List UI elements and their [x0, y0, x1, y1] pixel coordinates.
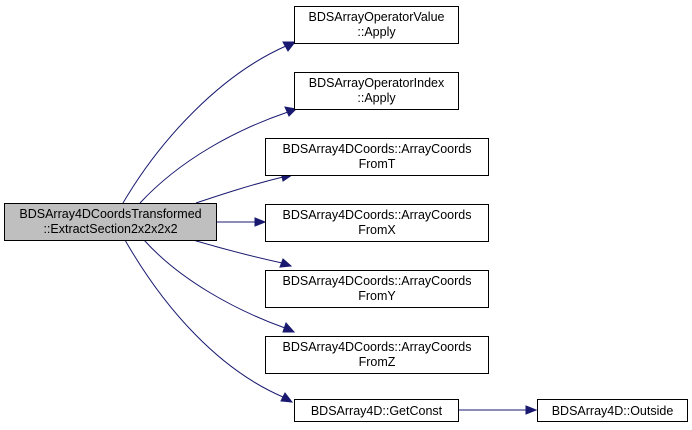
edge-root-to-getconst [124, 239, 294, 403]
node-opvalue[interactable]: BDSArrayOperatorValue ::Apply [294, 6, 459, 44]
node-root-line1: BDSArray4DCoordsTransformed [19, 207, 201, 221]
node-root-line2: ::ExtractSection2x2x2x2 [43, 222, 177, 236]
node-fromT[interactable]: BDSArray4DCoords::ArrayCoords FromT [265, 138, 489, 176]
node-getconst[interactable]: BDSArray4D::GetConst [294, 399, 459, 422]
edge-root-to-opvalue [122, 41, 297, 204]
node-opvalue-line1: BDSArrayOperatorValue [309, 10, 445, 24]
edge-root-to-fromZ [143, 239, 296, 333]
node-opindex-line2: ::Apply [357, 91, 396, 105]
edge-root-to-fromY [192, 239, 293, 268]
node-fromY[interactable]: BDSArray4DCoords::ArrayCoords FromY [265, 270, 489, 308]
node-fromY-line2: FromY [358, 289, 396, 303]
node-fromT-line1: BDSArray4DCoords::ArrayCoords [283, 142, 472, 156]
node-fromX[interactable]: BDSArray4DCoords::ArrayCoords FromX [265, 204, 489, 242]
edge-getconst-to-outside [458, 405, 538, 415]
node-fromZ[interactable]: BDSArray4DCoords::ArrayCoords FromZ [265, 336, 489, 374]
node-fromY-line1: BDSArray4DCoords::ArrayCoords [283, 274, 472, 288]
node-fromT-line2: FromT [359, 157, 396, 171]
node-outside-line1: BDSArray4D::Outside [552, 404, 674, 418]
node-fromX-line1: BDSArray4DCoords::ArrayCoords [283, 208, 472, 222]
node-opvalue-line2: ::Apply [357, 25, 396, 39]
node-root[interactable]: BDSArray4DCoordsTransformed ::ExtractSec… [4, 203, 217, 241]
edges [122, 41, 538, 415]
edge-root-to-fromX [217, 217, 267, 227]
node-getconst-line1: BDSArray4D::GetConst [311, 404, 443, 418]
node-fromX-line2: FromX [358, 223, 396, 237]
edge-root-to-fromT [195, 171, 294, 204]
node-opindex[interactable]: BDSArrayOperatorIndex ::Apply [294, 72, 459, 110]
node-opindex-line1: BDSArrayOperatorIndex [309, 76, 445, 90]
node-fromZ-line1: BDSArray4DCoords::ArrayCoords [283, 340, 472, 354]
node-fromZ-line2: FromZ [359, 355, 396, 369]
node-outside[interactable]: BDSArray4D::Outside [537, 399, 688, 422]
edge-root-to-opindex [139, 106, 298, 204]
